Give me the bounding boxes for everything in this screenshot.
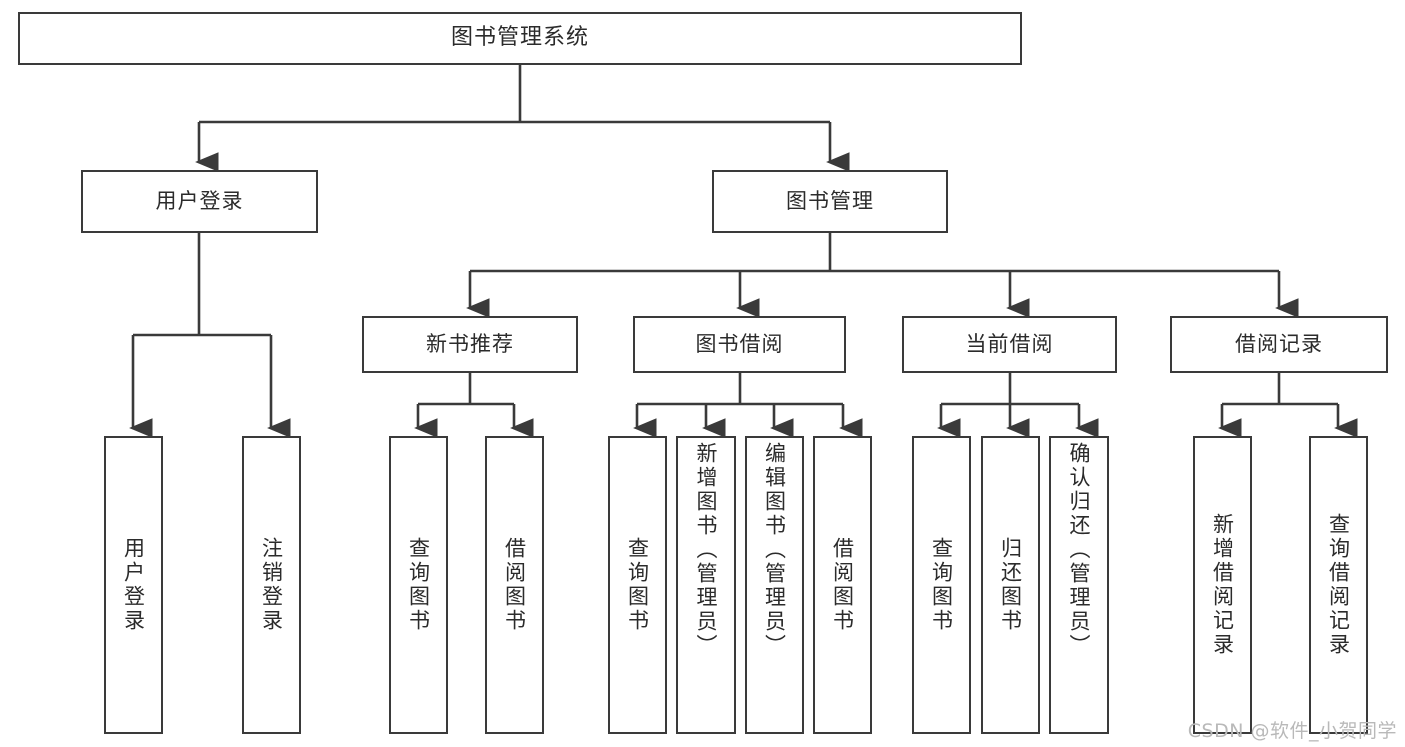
node-book-management[interactable]: 图书管理 bbox=[712, 170, 948, 233]
leaf-current-confirm-return[interactable]: 确认归还（管理员） bbox=[1049, 436, 1109, 734]
node-book-borrow-label: 图书借阅 bbox=[695, 331, 784, 356]
node-new-book-recommend-label: 新书推荐 bbox=[426, 331, 514, 356]
leaf-record-query[interactable]: 查询借阅记录 bbox=[1309, 436, 1368, 734]
leaf-new-book-borrow-wrap: 借阅图书 bbox=[487, 438, 542, 732]
leaf-borrow-edit-book-label: 编辑图书（管理员） bbox=[762, 442, 787, 658]
leaf-borrow-add-book[interactable]: 新增图书（管理员） bbox=[676, 436, 736, 734]
node-root-system[interactable]: 图书管理系统 bbox=[18, 12, 1022, 65]
node-book-borrow[interactable]: 图书借阅 bbox=[633, 316, 846, 373]
leaf-record-add[interactable]: 新增借阅记录 bbox=[1193, 436, 1252, 734]
node-book-management-label: 图书管理 bbox=[786, 188, 874, 213]
leaf-new-book-borrow[interactable]: 借阅图书 bbox=[485, 436, 544, 734]
leaf-current-query-book-wrap: 查询图书 bbox=[914, 438, 969, 732]
leaf-new-book-query[interactable]: 查询图书 bbox=[389, 436, 448, 734]
node-new-book-recommend[interactable]: 新书推荐 bbox=[362, 316, 578, 373]
leaf-current-return-book[interactable]: 归还图书 bbox=[981, 436, 1040, 734]
leaf-record-query-label: 查询借阅记录 bbox=[1326, 513, 1351, 657]
node-borrow-record-label: 借阅记录 bbox=[1235, 331, 1323, 356]
node-user-login[interactable]: 用户登录 bbox=[81, 170, 318, 233]
leaf-borrow-borrow-book-label: 借阅图书 bbox=[830, 537, 855, 633]
leaf-new-book-query-wrap: 查询图书 bbox=[391, 438, 446, 732]
leaf-borrow-query-book-wrap: 查询图书 bbox=[610, 438, 665, 732]
leaf-borrow-edit-book-wrap: 编辑图书（管理员） bbox=[747, 438, 802, 732]
node-user-login-label: 用户登录 bbox=[155, 188, 244, 213]
leaf-current-query-book[interactable]: 查询图书 bbox=[912, 436, 971, 734]
leaf-borrow-edit-book[interactable]: 编辑图书（管理员） bbox=[745, 436, 804, 734]
node-root-system-label: 图书管理系统 bbox=[450, 25, 589, 51]
leaf-borrow-borrow-book-wrap: 借阅图书 bbox=[815, 438, 870, 732]
leaf-borrow-borrow-book[interactable]: 借阅图书 bbox=[813, 436, 872, 734]
node-borrow-record[interactable]: 借阅记录 bbox=[1170, 316, 1388, 373]
leaf-user-login-logout[interactable]: 注销登录 bbox=[242, 436, 301, 734]
node-current-borrow[interactable]: 当前借阅 bbox=[902, 316, 1117, 373]
leaf-new-book-query-label: 查询图书 bbox=[406, 537, 431, 633]
leaf-record-query-wrap: 查询借阅记录 bbox=[1311, 438, 1366, 732]
leaf-new-book-borrow-label: 借阅图书 bbox=[502, 537, 527, 633]
leaf-user-login-login-wrap: 用户登录 bbox=[106, 438, 161, 732]
leaf-current-query-book-label: 查询图书 bbox=[929, 537, 954, 633]
leaf-current-return-book-label: 归还图书 bbox=[998, 537, 1023, 633]
leaf-borrow-query-book[interactable]: 查询图书 bbox=[608, 436, 667, 734]
leaf-user-login-logout-label: 注销登录 bbox=[259, 537, 284, 633]
leaf-borrow-query-book-label: 查询图书 bbox=[625, 537, 650, 633]
watermark-text: CSDN @软件_小贺同学 bbox=[1187, 720, 1397, 742]
leaf-record-add-wrap: 新增借阅记录 bbox=[1195, 438, 1250, 732]
leaf-current-confirm-return-wrap: 确认归还（管理员） bbox=[1051, 438, 1107, 732]
leaf-borrow-add-book-wrap: 新增图书（管理员） bbox=[678, 438, 734, 732]
leaf-current-confirm-return-label: 确认归还（管理员） bbox=[1067, 442, 1092, 658]
leaf-user-login-login-label: 用户登录 bbox=[121, 537, 146, 633]
leaf-record-add-label: 新增借阅记录 bbox=[1210, 513, 1235, 657]
leaf-user-login-login[interactable]: 用户登录 bbox=[104, 436, 163, 734]
leaf-current-return-book-wrap: 归还图书 bbox=[983, 438, 1038, 732]
leaf-borrow-add-book-label: 新增图书（管理员） bbox=[694, 442, 719, 658]
node-current-borrow-label: 当前借阅 bbox=[965, 331, 1054, 356]
leaf-user-login-logout-wrap: 注销登录 bbox=[244, 438, 299, 732]
